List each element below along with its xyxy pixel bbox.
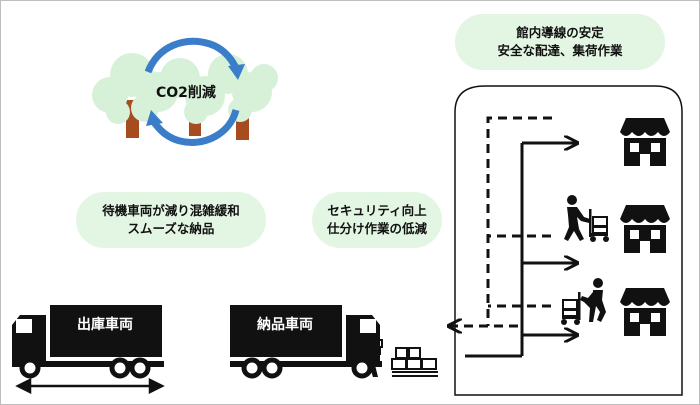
dashed-flow-lines [450,116,552,326]
waiting-benefit-line2: スムーズな納品 [127,221,215,236]
solid-flow-lines [465,143,576,358]
outbound-truck-label: 出庫車両 [77,317,133,333]
security-benefit-line2: 仕分け作業の低減 [326,221,427,236]
hand-cart-worker-icon [561,195,609,325]
co2-label: CO2削減 [156,85,216,101]
warehouse-outline [454,85,683,396]
double-arrow [15,377,165,395]
security-benefit-bubble: セキュリティ向上 仕分け作業の低減 [312,192,442,248]
truck-icon [12,305,382,379]
warehouse-benefit-line2: 安全な配達、集荷作業 [497,43,623,58]
tree-icon [92,53,278,140]
waiting-benefit-bubble: 待機車両が減り混雑緩和 スムーズな納品 [76,192,266,248]
recycle-arrows-icon [144,37,240,146]
security-benefit-line1: セキュリティ向上 [327,203,427,218]
warehouse-benefit-line1: 館内導線の安定 [516,25,604,40]
delivery-truck-label: 納品車両 [257,317,313,333]
waiting-benefit-line1: 待機車両が減り混雑緩和 [102,203,240,218]
warehouse-benefit-bubble: 館内導線の安定 安全な配達、集荷作業 [455,14,665,70]
store-icon [620,118,670,336]
